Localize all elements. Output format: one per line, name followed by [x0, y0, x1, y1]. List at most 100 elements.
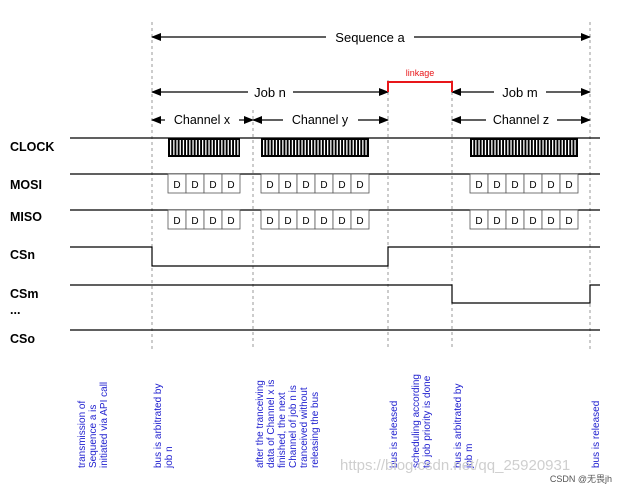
svg-text:D: D: [511, 216, 518, 227]
svg-text:data of Channel x is: data of Channel x is: [266, 380, 277, 468]
svg-text:D: D: [511, 180, 518, 191]
miso-data-cell: D: [487, 209, 507, 230]
csn-line: [70, 246, 600, 267]
clock-burst-2: [261, 138, 369, 157]
miso-data-cell: D: [541, 209, 561, 230]
svg-text:D: D: [529, 216, 536, 227]
svg-text:D: D: [284, 216, 291, 227]
mosi-data-cell: D: [332, 173, 352, 194]
miso-data-cell: D: [296, 209, 316, 230]
miso-data-cell: D: [167, 209, 187, 230]
svg-text:D: D: [302, 180, 309, 191]
svg-text:D: D: [173, 180, 180, 191]
clock-bursts: [168, 138, 578, 157]
csm-line: [70, 284, 600, 304]
mosi-data-cell: D: [314, 173, 334, 194]
svg-text:D: D: [284, 180, 291, 191]
mosi-data-cell: D: [221, 173, 241, 194]
signal-clock-label: CLOCK: [10, 140, 54, 154]
svg-text:bus is released: bus is released: [591, 401, 602, 468]
signal-miso-label: MISO: [10, 210, 42, 224]
svg-text:D: D: [191, 216, 198, 227]
svg-text:bus is released: bus is released: [389, 401, 400, 468]
mosi-data-cell: D: [523, 173, 543, 194]
mosi-data-cell: D: [469, 173, 489, 194]
miso-data-cell: D: [221, 209, 241, 230]
svg-text:after the tranceiving: after the tranceiving: [255, 380, 266, 468]
signal-lines: [70, 137, 600, 331]
mosi-data-cell: D: [260, 173, 280, 194]
miso-data-cell: D: [332, 209, 352, 230]
svg-text:D: D: [338, 216, 345, 227]
svg-text:D: D: [356, 180, 363, 191]
svg-text:D: D: [565, 216, 572, 227]
svg-text:D: D: [493, 180, 500, 191]
svg-text:D: D: [173, 216, 180, 227]
svg-text:D: D: [493, 216, 500, 227]
channel-y-label: Channel y: [292, 113, 349, 127]
svg-text:to job priority is done: to job priority is done: [422, 375, 433, 468]
svg-text:D: D: [209, 180, 216, 191]
svg-text:D: D: [227, 216, 234, 227]
job-m-label: Job m: [502, 85, 537, 100]
mosi-data-cell: D: [278, 173, 298, 194]
svg-text:D: D: [191, 180, 198, 191]
channel-x-label: Channel x: [174, 113, 231, 127]
miso-data-cell: D: [203, 209, 223, 230]
watermark-text: https://blog.csdn.net/qq_25920931: [340, 457, 570, 474]
event-description-7: bus is released: [591, 401, 602, 468]
miso-data-cell: D: [350, 209, 370, 230]
svg-text:D: D: [209, 216, 216, 227]
svg-text:D: D: [227, 180, 234, 191]
svg-text:D: D: [302, 216, 309, 227]
svg-text:finished, the next: finished, the next: [277, 392, 288, 468]
mosi-data-cell: D: [203, 173, 223, 194]
mosi-data-cell: D: [185, 173, 205, 194]
svg-text:releasing the bus: releasing the bus: [310, 392, 321, 468]
miso-data-cell: D: [314, 209, 334, 230]
svg-text:job n: job n: [164, 446, 175, 469]
svg-text:bus is arbitrated by: bus is arbitrated by: [453, 384, 464, 469]
span-arrows: [151, 33, 591, 124]
mosi-data-cell: D: [167, 173, 187, 194]
miso-data-cell: D: [278, 209, 298, 230]
channel-z-label: Channel z: [493, 113, 549, 127]
mosi-data-cell: D: [541, 173, 561, 194]
svg-text:D: D: [475, 216, 482, 227]
svg-text:D: D: [356, 216, 363, 227]
svg-text:D: D: [320, 180, 327, 191]
svg-text:tranceived without: tranceived without: [299, 387, 310, 468]
miso-data-cell: D: [185, 209, 205, 230]
clock-burst-3: [470, 138, 578, 157]
miso-data-cell: D: [505, 209, 525, 230]
mosi-data-cell: D: [487, 173, 507, 194]
mosi-data-cell: D: [505, 173, 525, 194]
svg-text:Channel of job n is: Channel of job n is: [288, 385, 299, 468]
svg-text:D: D: [320, 216, 327, 227]
miso-data-cell: D: [469, 209, 489, 230]
event-description-4: bus is released: [389, 401, 400, 468]
linkage-label: linkage: [406, 68, 435, 78]
signal-mosi-label: MOSI: [10, 178, 42, 192]
svg-text:D: D: [529, 180, 536, 191]
svg-text:D: D: [475, 180, 482, 191]
miso-data-cell: D: [260, 209, 280, 230]
signal-csm-label: CSm: [10, 287, 38, 301]
svg-text:initiated via API call: initiated via API call: [99, 382, 110, 468]
mosi-data-cell: D: [350, 173, 370, 194]
span-labels: Sequence a Job n linkage Job m Channel x…: [174, 30, 549, 127]
clock-burst-1: [168, 138, 240, 157]
svg-text:D: D: [338, 180, 345, 191]
svg-text:Sequence a is: Sequence a is: [88, 405, 99, 468]
svg-text:job m: job m: [464, 444, 475, 469]
miso-data-cell: D: [559, 209, 579, 230]
signal-cso-label: CSo: [10, 332, 35, 346]
signal-csn-label: CSn: [10, 248, 35, 262]
